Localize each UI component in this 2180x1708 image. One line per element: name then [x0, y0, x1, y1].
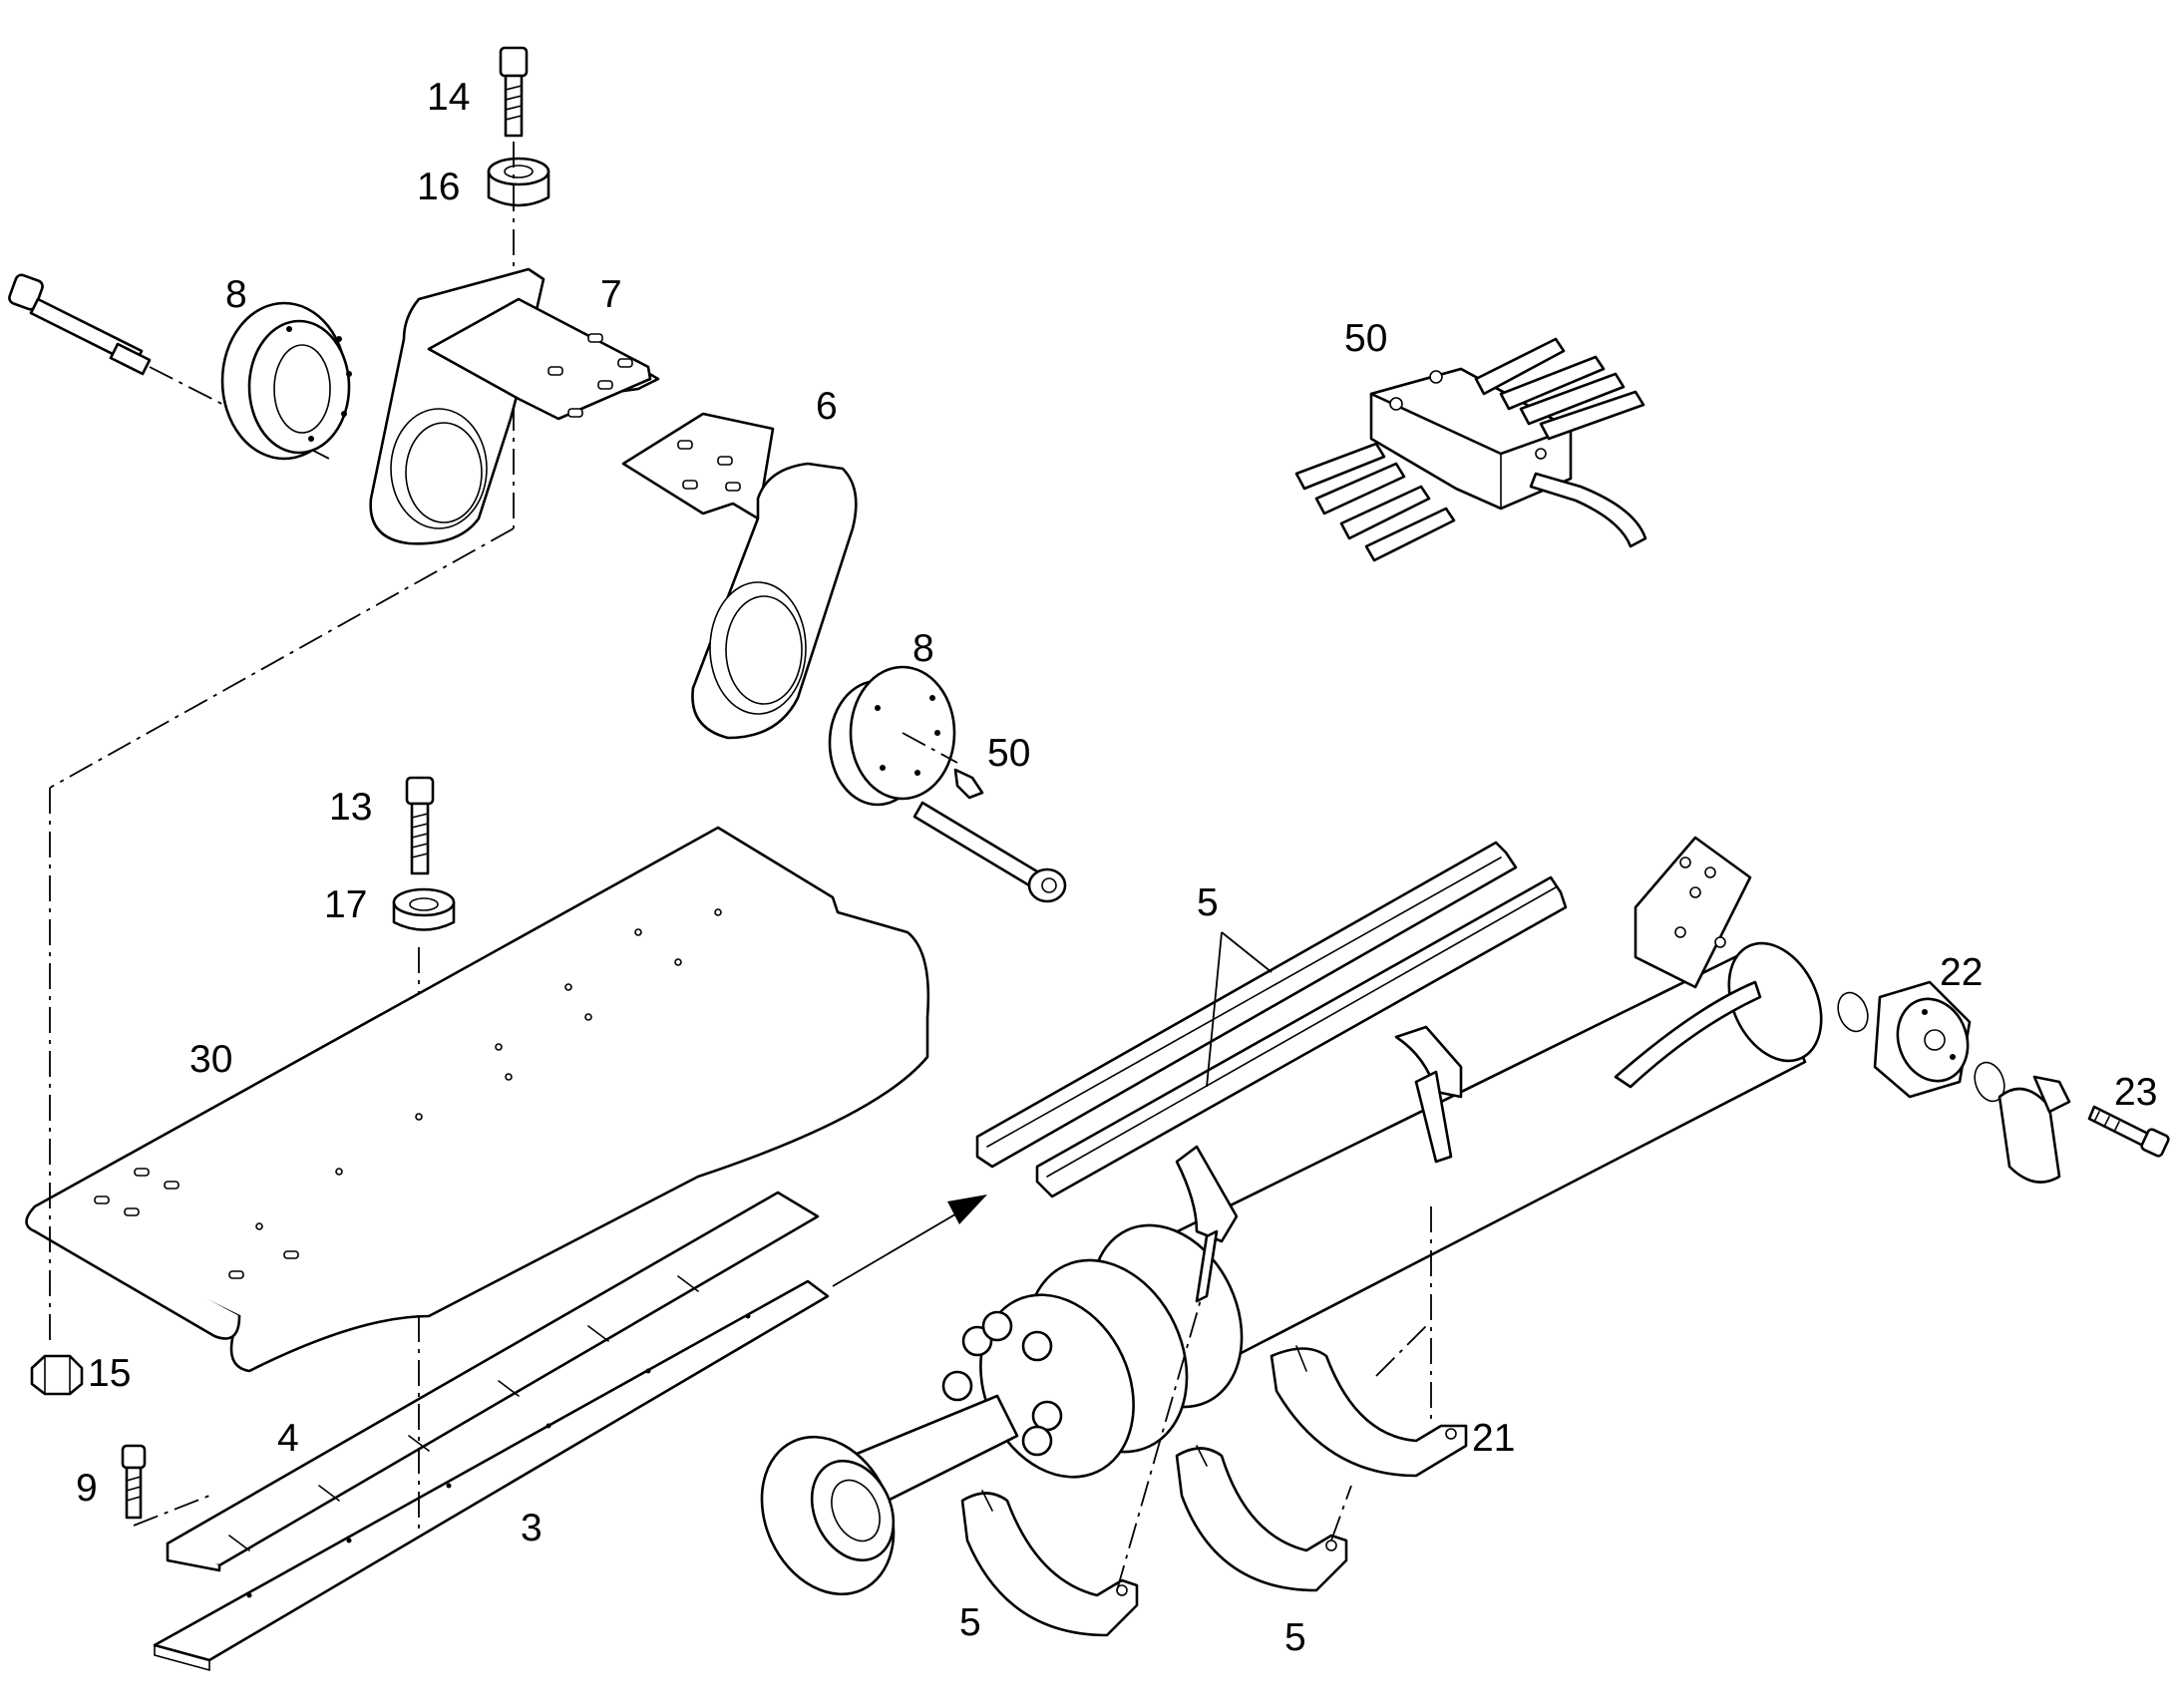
callout-15: 15	[88, 1352, 131, 1395]
rail-clamps	[1175, 1025, 1463, 1303]
callout-3: 3	[521, 1507, 543, 1549]
part-13-bolt	[405, 776, 435, 875]
callout-5-rail: 5	[1197, 881, 1219, 924]
callout-21: 21	[1472, 1417, 1515, 1460]
assembly-arrow	[832, 1195, 987, 1287]
callout-50-top: 50	[1344, 317, 1387, 360]
part-21-clamp	[1270, 1345, 1468, 1478]
callout-22: 22	[1940, 951, 1983, 994]
part-14-bolt	[499, 46, 529, 138]
part-16-bushing	[487, 157, 550, 207]
callout-8-mid: 8	[912, 627, 934, 670]
callout-5-right: 5	[1284, 1616, 1306, 1659]
leader-15-7	[49, 527, 515, 789]
callout-8-top: 8	[225, 273, 247, 316]
callout-6: 6	[816, 385, 838, 428]
part-5-lower-clamp-left	[960, 1490, 1139, 1637]
part-8-mid-flange	[828, 665, 1067, 903]
callout-9: 9	[76, 1467, 98, 1510]
callout-16: 16	[417, 166, 460, 208]
cylinder-end-plate	[1614, 836, 1762, 1089]
callout-4: 4	[277, 1417, 299, 1460]
part-23-split-flange	[1998, 1075, 2170, 1184]
part-6-bracket	[621, 412, 858, 740]
part-3-bar	[153, 1279, 830, 1672]
part-17-washer	[392, 887, 456, 931]
callout-13: 13	[329, 786, 372, 829]
callout-17: 17	[324, 883, 367, 926]
callout-50-mid: 50	[987, 732, 1030, 775]
part-50-valve-block	[1294, 337, 1647, 562]
callout-5-left: 5	[959, 1601, 981, 1644]
part-8-top-flange	[8, 273, 352, 461]
part-50-nipple	[953, 768, 984, 800]
callout-23: 23	[2114, 1071, 2157, 1114]
part-5-lower-clamp-right	[1175, 1445, 1348, 1592]
part-5-rails	[975, 841, 1568, 1198]
part-9-screw	[121, 1444, 210, 1527]
part-4-strip	[166, 1191, 820, 1572]
part-15-nut	[30, 1354, 84, 1396]
part-7-bracket	[369, 267, 660, 545]
callout-30: 30	[189, 1038, 232, 1081]
part-30-plate	[25, 826, 930, 1373]
callout-14: 14	[427, 76, 470, 119]
part-22-flange	[1837, 980, 2005, 1103]
callout-7: 7	[600, 273, 622, 316]
